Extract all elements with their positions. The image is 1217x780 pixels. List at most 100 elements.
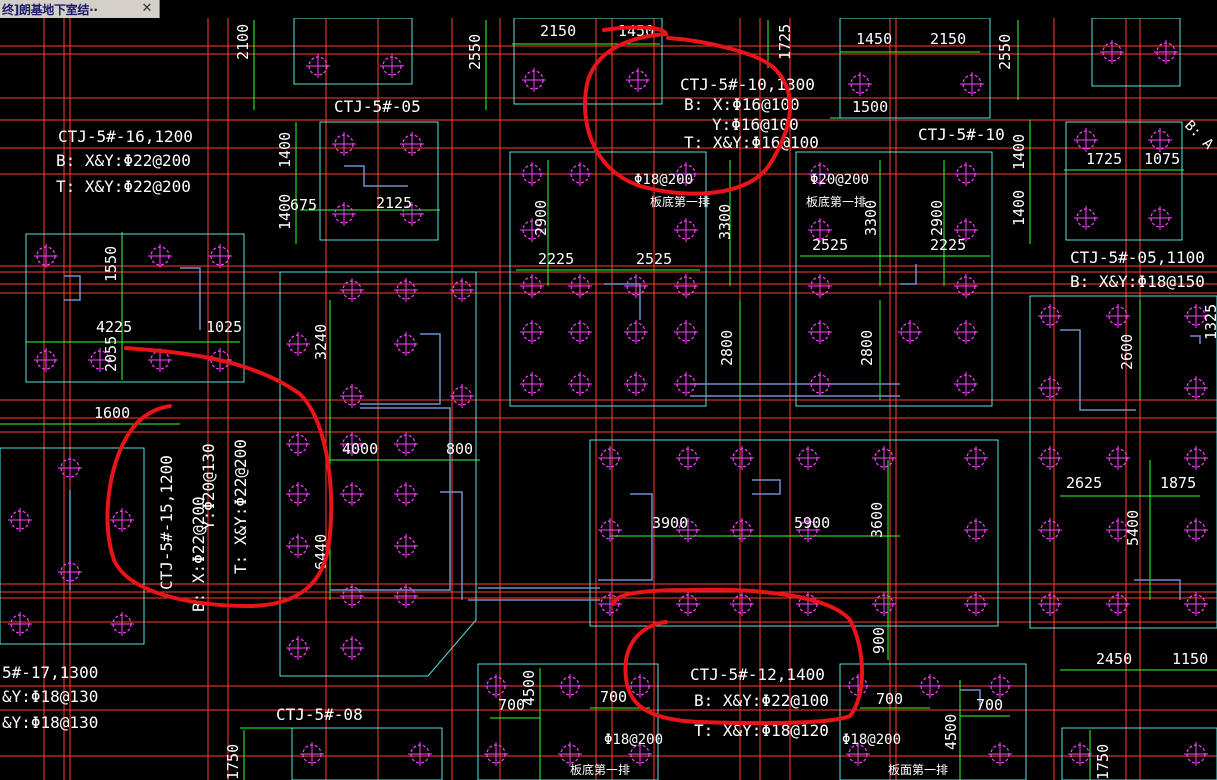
dim-1725-b: 1725 — [1086, 150, 1122, 168]
dim-700-a: 700 — [498, 696, 525, 714]
pile-crosshair — [450, 384, 474, 408]
dim-2150-b: 2150 — [930, 30, 966, 48]
pile-crosshair — [954, 372, 978, 396]
pile-crosshair — [1038, 304, 1062, 328]
dim-1450-b: 1450 — [856, 30, 892, 48]
annotations: CTJ-5#-16,1200 B: X&Y:Φ22@200 T: X&Y:Φ22… — [2, 22, 1217, 780]
dim-4500-a: 4500 — [520, 670, 538, 706]
pile-crosshair — [1184, 304, 1208, 328]
pile-crosshair — [58, 456, 82, 480]
pile-crosshair — [964, 592, 988, 616]
note-ctj12-top: T: X&Y:Φ18@120 — [694, 721, 829, 740]
pile-crosshair — [394, 432, 418, 456]
close-icon[interactable]: ✕ — [141, 1, 153, 16]
dim-1400-c: 1400 — [1010, 134, 1028, 170]
pile-crosshair — [964, 518, 988, 542]
pile-crosshair — [1106, 304, 1130, 328]
pile-crosshair — [1184, 592, 1208, 616]
pile-crosshair — [400, 132, 424, 156]
document-tab[interactable]: 终]朗基地下室结·· ✕ — [0, 0, 160, 18]
dim-1400-d: 1400 — [1010, 190, 1028, 226]
pile-crosshair — [306, 54, 330, 78]
dim-5900: 5900 — [794, 514, 830, 532]
dim-2225-b: 2225 — [930, 236, 966, 254]
pile-crosshair — [568, 274, 592, 298]
note-ctj12-title: CTJ-5#-12,1400 — [690, 665, 825, 684]
pile-crosshair — [796, 592, 820, 616]
pile-crosshair — [1184, 518, 1208, 542]
pile-crosshair — [522, 68, 546, 92]
note-ctj15-top: T: X&Y:Φ22@200 — [231, 439, 250, 574]
dim-1550: 1550 — [102, 246, 120, 282]
pile-crosshair — [676, 446, 700, 470]
pile-crosshair — [340, 384, 364, 408]
note-slab-b: 板底第一排 — [806, 194, 866, 209]
note-ctj08: CTJ-5#-08 — [276, 705, 363, 724]
note-ctj05-1100-bottom: B: X&Y:Φ18@150 — [1070, 272, 1205, 291]
note-slab-c: 板底第一排 — [570, 762, 630, 777]
note-rebar-20: Φ20@200 — [810, 172, 869, 188]
pile-crosshair — [34, 348, 58, 372]
dim-3300-a: 3300 — [716, 204, 734, 240]
pile-crosshair — [808, 320, 832, 344]
dim-2525-a: 2525 — [636, 250, 672, 268]
dim-2055: 2055 — [102, 336, 120, 372]
pile-crosshair — [340, 584, 364, 608]
pile-crosshair — [340, 432, 364, 456]
rebar-lines — [64, 165, 1201, 706]
note-rebar-18-c: Φ18@200 — [842, 732, 901, 748]
pile-crosshair — [898, 320, 922, 344]
dim-3240: 3240 — [312, 324, 330, 360]
dim-1600: 1600 — [94, 404, 130, 422]
pile-crosshair — [674, 274, 698, 298]
pile-crosshair — [954, 218, 978, 242]
dim-5400: 5400 — [1124, 510, 1142, 546]
markup-annotations — [105, 25, 864, 726]
note-ctj10-1300-y: Y:Φ16@100 — [712, 115, 799, 134]
pile-crosshair — [598, 446, 622, 470]
pile-crosshair — [954, 320, 978, 344]
pile-crosshair — [300, 742, 324, 766]
pile-crosshair — [730, 592, 754, 616]
dim-1325: 1325 — [1202, 304, 1217, 340]
dim-4500-b: 4500 — [942, 714, 960, 750]
pile-crosshair — [674, 162, 698, 186]
pile-crosshair — [484, 674, 508, 698]
note-ctj16-bottom: B: X&Y:Φ22@200 — [56, 151, 191, 170]
pile-crosshair — [520, 218, 544, 242]
note-ctj17-title: 5#-17,1300 — [2, 663, 98, 682]
pile-crosshair — [730, 518, 754, 542]
note-ctj05-top: CTJ-5#-05 — [334, 97, 421, 116]
note-ctj05-1100-title: CTJ-5#-05,1100 — [1070, 248, 1205, 267]
pile-crosshair — [1038, 518, 1062, 542]
dim-675: 675 — [290, 196, 317, 214]
pile-crosshair — [624, 372, 648, 396]
pile-crosshair — [964, 446, 988, 470]
note-slab-a: 板底第一排 — [650, 194, 710, 209]
pile-crosshair — [1184, 446, 1208, 470]
dim-1750-b: 1750 — [1094, 744, 1112, 780]
pile-crosshair — [568, 320, 592, 344]
pile-crosshair — [598, 592, 622, 616]
dim-2525-b: 2525 — [812, 236, 848, 254]
pile-crosshair — [624, 320, 648, 344]
pile-crosshair — [918, 674, 942, 698]
note-rebar-18-b: Φ18@200 — [604, 732, 663, 748]
dim-800: 800 — [446, 440, 473, 458]
pile-crosshair — [808, 274, 832, 298]
pile-crosshair — [808, 372, 832, 396]
dim-1075: 1075 — [1144, 150, 1180, 168]
pile-crosshair — [1100, 40, 1124, 64]
dim-2625: 2625 — [1066, 474, 1102, 492]
note-slab-d: 板面第一排 — [888, 763, 948, 777]
pile-crosshair — [1074, 206, 1098, 230]
pile-crosshair — [450, 278, 474, 302]
dim-2125: 2125 — [376, 194, 412, 212]
pile-crosshair — [848, 72, 872, 96]
dim-2150-a: 2150 — [540, 22, 576, 40]
dim-1150: 1150 — [1172, 650, 1208, 668]
note-ctj10-1300-top: T: X&Y:Φ16@100 — [684, 133, 819, 152]
note-ctj16-top: T: X&Y:Φ22@200 — [56, 177, 191, 196]
pile-crosshair — [624, 274, 648, 298]
